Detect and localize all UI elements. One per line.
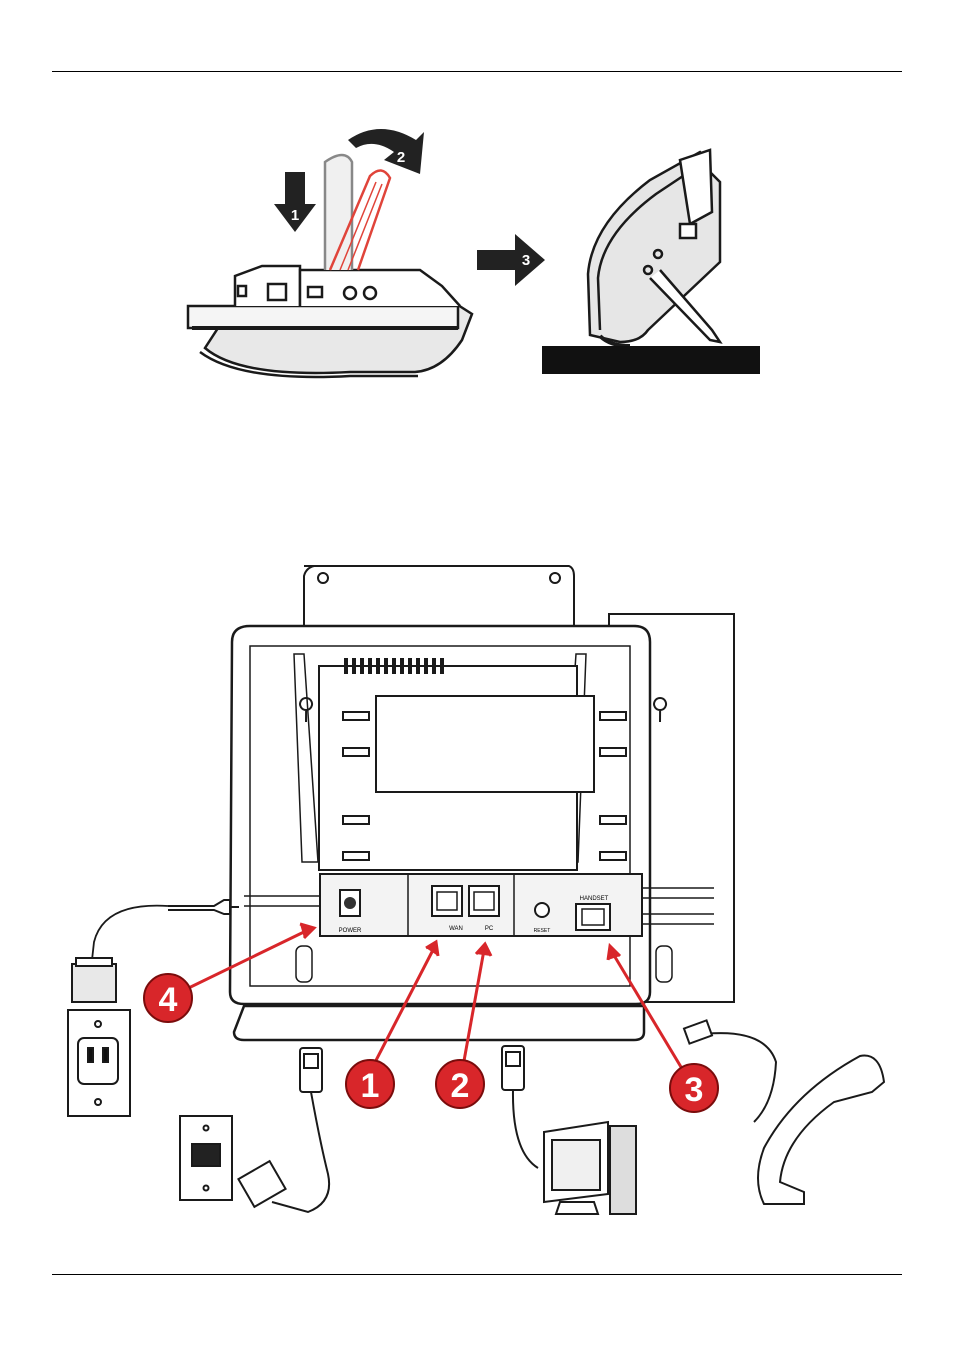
connection-diagram-figure: POWER WAN PC RESET HANDSET [64,562,888,1218]
svg-text:3: 3 [685,1071,704,1109]
svg-text:2: 2 [397,149,405,166]
table-surface [542,346,760,374]
svg-text:1: 1 [361,1067,380,1105]
handset-illustration [684,1020,884,1204]
svg-text:1: 1 [291,207,299,224]
callout-badge-1: 1 [346,1060,394,1108]
footer-rule [52,1274,902,1275]
header-rule [52,71,902,72]
handset-port-label: HANDSET [580,896,609,902]
step-arrow-2: 2 [348,129,424,174]
power-outlet [68,1010,130,1116]
vent-grille [346,658,442,674]
stand-installation-figure: 1 2 3 [180,120,780,382]
step-arrow-1: 1 [274,172,316,232]
network-wall-jack [180,1116,232,1200]
callout-badge-2: 2 [436,1060,484,1108]
pc-port-label: PC [485,926,494,932]
handset-port [576,904,610,930]
svg-text:4: 4 [159,981,178,1019]
wan-port-label: WAN [449,926,463,932]
step-arrow-3: 3 [477,234,545,286]
svg-text:3: 3 [522,252,530,269]
phone-body-back [230,626,650,1040]
callout-badge-4: 4 [144,974,192,1022]
stand-pieces [325,155,390,270]
phone-back-stand [304,566,574,626]
power-port-label: POWER [339,928,362,934]
reset-label: RESET [534,928,551,934]
port-panel: POWER WAN PC RESET HANDSET [320,874,642,936]
callout-badge-3: 3 [670,1064,718,1112]
lan-cable [238,1048,329,1212]
svg-text:2: 2 [451,1067,470,1105]
pc-cable [502,1046,538,1168]
computer-illustration [544,1122,636,1214]
phone-standing-illustration [588,150,720,346]
phone-flat-illustration [188,266,472,377]
reset-button [535,903,549,917]
